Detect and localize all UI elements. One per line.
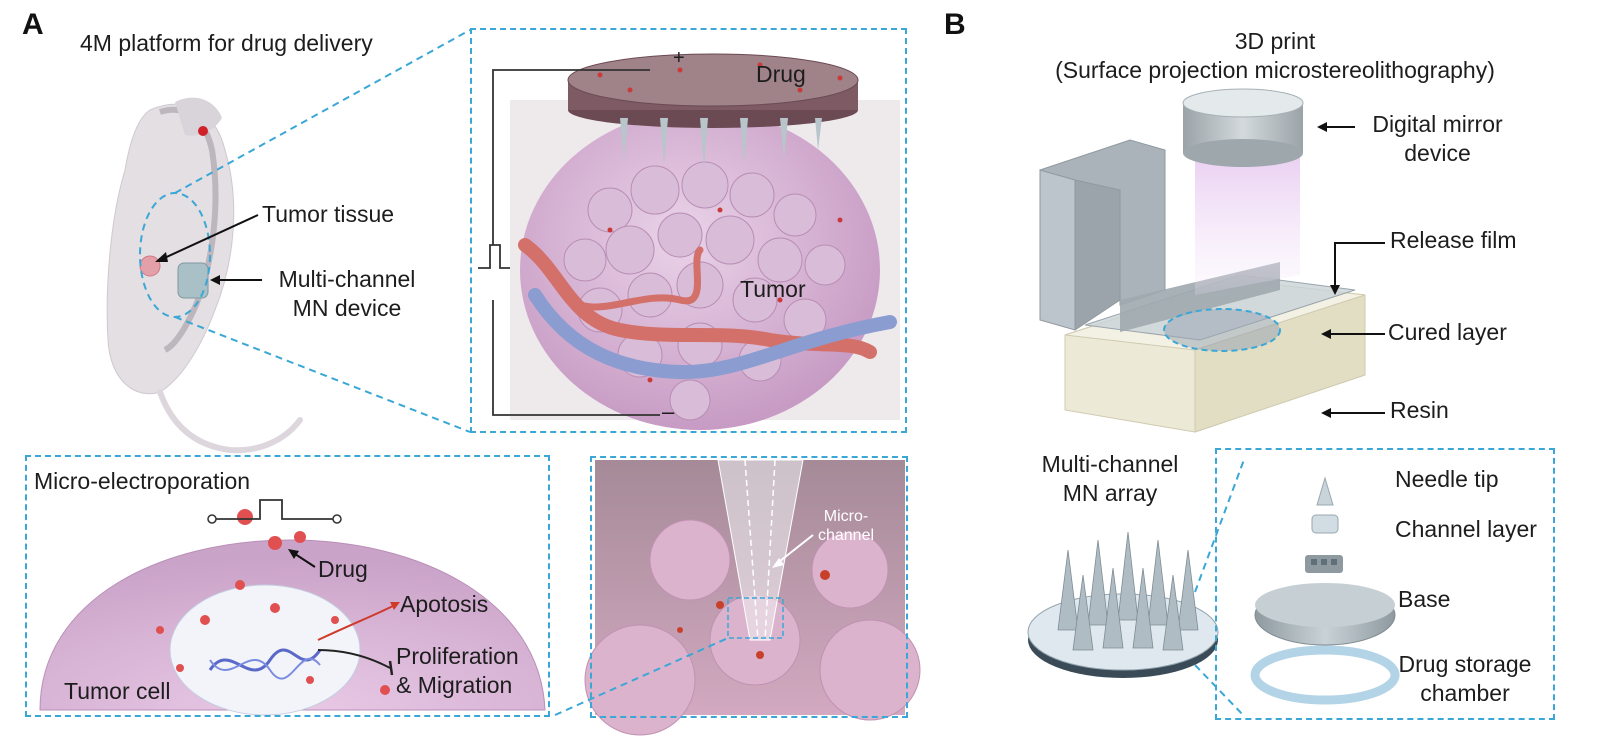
panel-a-title: 4M platform for drug delivery bbox=[80, 30, 373, 56]
label-minus: – bbox=[662, 399, 675, 424]
label-dmd-line2: device bbox=[1404, 139, 1471, 166]
label-plus: + bbox=[673, 47, 685, 69]
label-drug-cell: Drug bbox=[318, 556, 368, 582]
panel-b-title-line1: 3D print bbox=[1234, 28, 1316, 54]
label-drug-storage-line2: chamber bbox=[1420, 679, 1510, 706]
tumor-zoom-box bbox=[470, 28, 907, 433]
microchannel-closeup-box bbox=[590, 456, 908, 718]
mn-components-box bbox=[1215, 448, 1555, 720]
label-drug-storage: Drug storage chamber bbox=[1385, 650, 1545, 708]
label-cured-layer: Cured layer bbox=[1388, 319, 1507, 345]
arrow-tumor-tissue bbox=[159, 214, 259, 261]
label-channel-layer: Channel layer bbox=[1395, 516, 1537, 542]
label-mn-array: Multi-channel MN array bbox=[1020, 450, 1200, 508]
label-drug-storage-line1: Drug storage bbox=[1398, 651, 1532, 677]
label-mn-array-line1: Multi-channel bbox=[1041, 451, 1179, 477]
label-apotosis: Apotosis bbox=[400, 591, 489, 617]
label-base: Base bbox=[1398, 586, 1451, 612]
label-tumor: Tumor bbox=[740, 276, 806, 302]
printer-illustration bbox=[1039, 88, 1366, 433]
exploded-needle-illustration bbox=[1250, 476, 1400, 705]
mouse-illustration bbox=[106, 97, 303, 454]
zoom-line-top bbox=[174, 29, 471, 194]
zoom-line-cell bbox=[554, 637, 729, 716]
label-proliferation-line2: & Migration bbox=[396, 671, 513, 698]
label-release-film: Release film bbox=[1390, 227, 1517, 253]
label-dmd: Digital mirror device bbox=[1350, 110, 1525, 168]
label-tumor-tissue: Tumor tissue bbox=[262, 201, 395, 227]
label-resin: Resin bbox=[1390, 397, 1449, 423]
label-mn-array-line2: MN array bbox=[1062, 479, 1158, 506]
label-proliferation: Proliferation & Migration bbox=[396, 642, 519, 700]
micro-electroporation-box bbox=[25, 455, 550, 717]
label-micro-channel: Micro- channel bbox=[806, 507, 886, 545]
label-needle-tip: Needle tip bbox=[1395, 466, 1499, 492]
label-dmd-line1: Digital mirror bbox=[1372, 111, 1503, 137]
label-micro-channel-line1: Micro- bbox=[823, 508, 869, 525]
tumor-illustration bbox=[478, 53, 900, 430]
panel-b-title: 3D print (Surface projection microstereo… bbox=[1005, 27, 1545, 85]
cell-illustration bbox=[39, 499, 546, 716]
zoom-line-array-bottom bbox=[1194, 664, 1246, 718]
label-tumor-cell: Tumor cell bbox=[64, 678, 171, 704]
microchannel-closeup bbox=[584, 459, 921, 736]
mn-array-illustration bbox=[1027, 531, 1219, 678]
label-mn-device-line2: MN device bbox=[292, 294, 402, 321]
panel-a-letter: A bbox=[22, 8, 44, 41]
label-mn-device-line1: Multi-channel bbox=[278, 266, 416, 292]
zoom-line-bottom bbox=[174, 316, 471, 433]
label-drug-top: Drug bbox=[756, 61, 806, 87]
label-micro-electroporation: Micro-electroporation bbox=[34, 468, 251, 494]
panel-b-letter: B bbox=[944, 8, 966, 41]
label-mn-device: Multi-channel MN device bbox=[262, 265, 432, 323]
label-micro-channel-line2: channel bbox=[817, 527, 875, 545]
label-proliferation-line1: Proliferation bbox=[396, 643, 519, 669]
panel-b-title-line2: (Surface projection microstereolithograp… bbox=[1055, 56, 1495, 83]
